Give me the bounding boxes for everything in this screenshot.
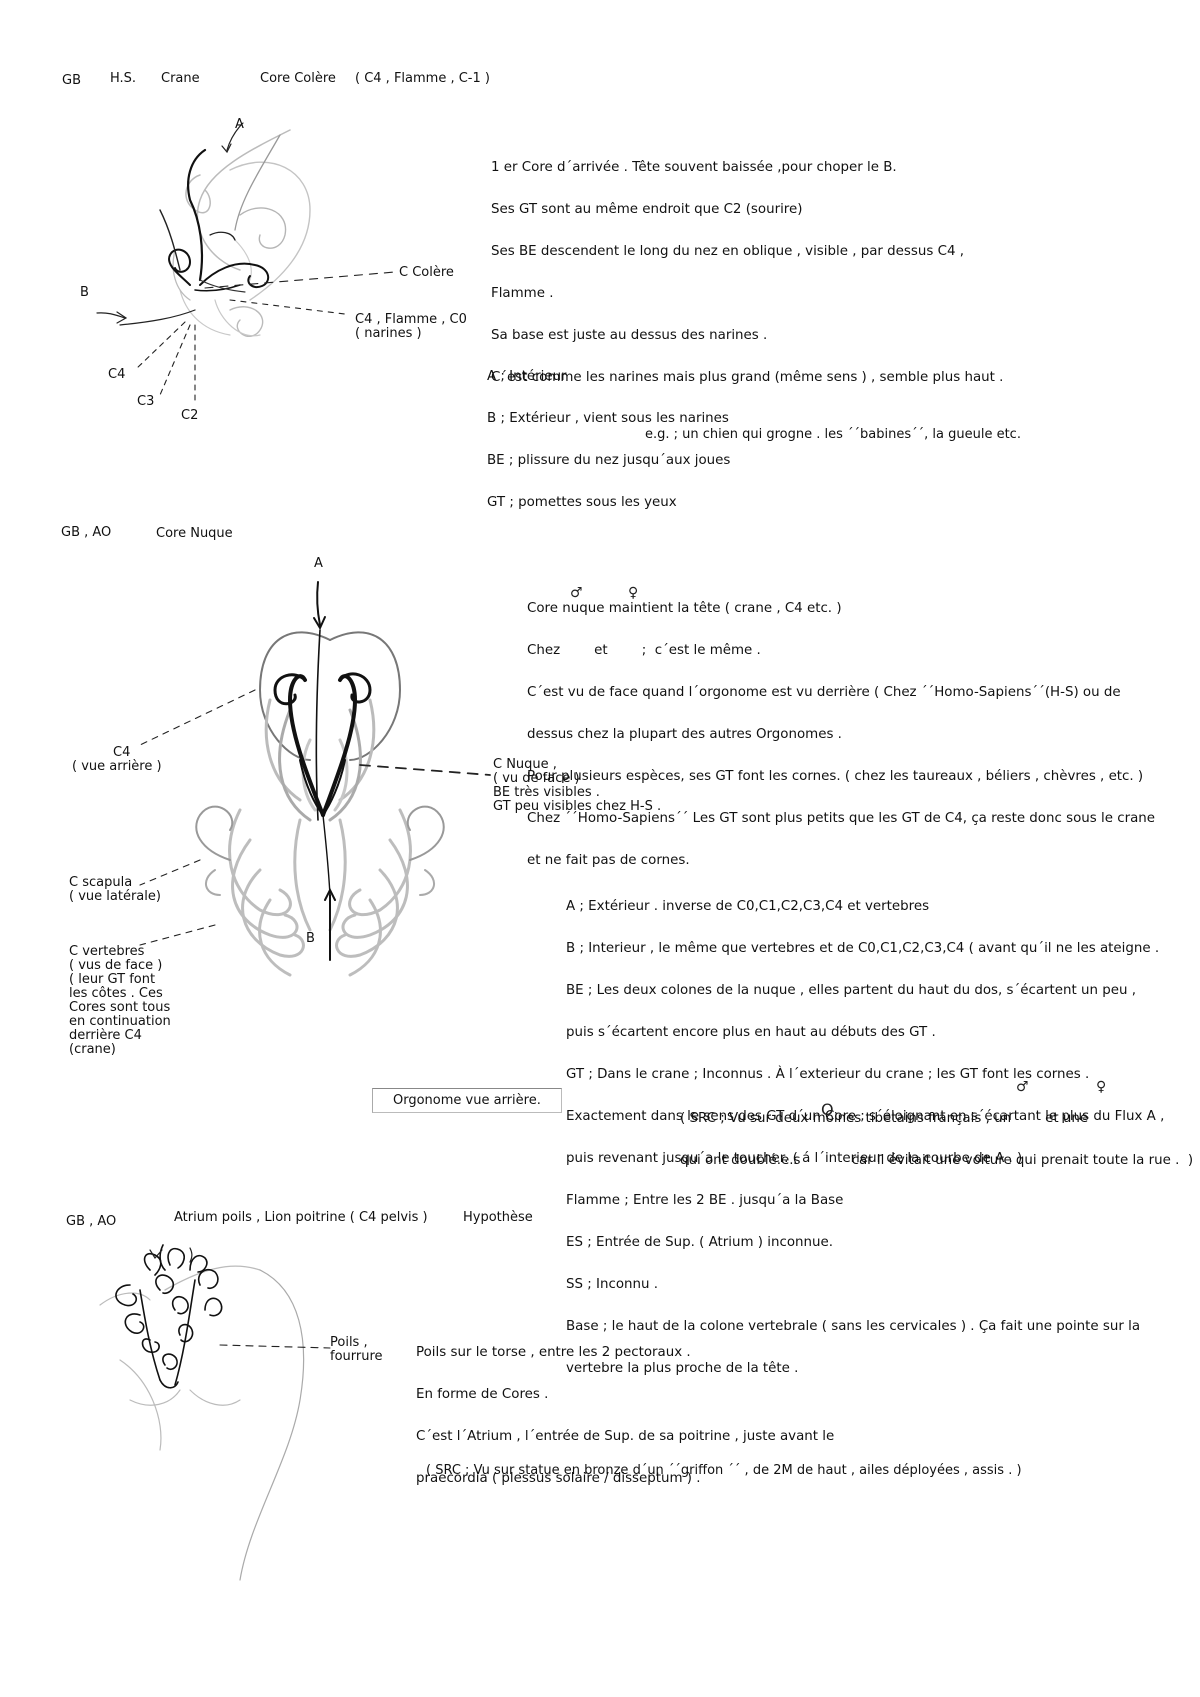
s2-legend-line: GT ; Dans le crane ; Inconnus . À l´exte… (566, 1068, 1164, 1082)
s2-label-c-scapula: C scapula ( vue latérale) (69, 876, 161, 904)
s1-desc-line: Ses BE descendent le long du nez en obli… (491, 245, 1003, 259)
s1-legend-line: B ; Extérieur , vient sous les narines (487, 412, 730, 426)
s2-legend-line: ES ; Entrée de Sup. ( Atrium ) inconnue. (566, 1236, 1164, 1250)
s1-desc-line: 1 er Core d´arrivée . Tête souvent baiss… (491, 161, 1003, 175)
s2-desc-line: Core nuque maintient la tête ( crane , C… (527, 602, 1155, 616)
s2-header-title: Core Nuque (156, 527, 233, 541)
s2-desc-line: dessus chez la plupart des autres Orgono… (527, 728, 1155, 742)
s3-header-gb: GB , AO (66, 1215, 116, 1229)
s1-label-narines: ( narines ) (355, 327, 422, 341)
s1-label-b: B (80, 286, 89, 300)
s2-legend-line: Flamme ; Entre les 2 BE . jusqu´a la Bas… (566, 1194, 1164, 1208)
s1-label-c3: C3 (137, 395, 154, 409)
s3-header-title: Atrium poils , Lion poitrine ( C4 pelvis… (174, 1211, 428, 1225)
orgonome-box-label: Orgonome vue arrière. (372, 1088, 562, 1113)
s1-header-gb: GB (62, 74, 81, 88)
s2-header-gb: GB , AO (61, 526, 111, 540)
male-symbol-icon: ♂ (570, 585, 583, 601)
s1-example: e.g. ; un chien qui grogne . les ´´babin… (645, 428, 1021, 442)
s2-src-line: ( SRC ; Vu sur deux moines tibetains fra… (680, 1112, 1193, 1126)
s3-src: ( SRC ; Vu sur statue en bronze d´un ´´g… (426, 1464, 1022, 1478)
atrium-sketch (100, 1245, 330, 1580)
s2-legend-line: A ; Extérieur . inverse de C0,C1,C2,C3,C… (566, 900, 1164, 914)
s1-header-hs: H.S. (110, 72, 136, 86)
s1-label-c4: C4 (108, 368, 125, 382)
s1-label-c-colere: C Colère (399, 266, 454, 280)
s2-src: ( SRC ; Vu sur deux moines tibetains fra… (680, 1084, 1193, 1182)
s2-label-b: B (306, 932, 315, 946)
s2-legend-line: puis s´écartent encore plus en haut au d… (566, 1026, 1164, 1040)
s3-desc-line: En forme de Cores . (416, 1388, 834, 1402)
s2-desc-line: Chez et ; c´est le même . (527, 644, 1155, 658)
s2-src-line: qui ont doublé.e.s car il évitait une vo… (680, 1154, 1193, 1168)
s2-label-c-vertebres: C vertebres ( vus de face ) ( leur GT fo… (69, 945, 171, 1057)
female-symbol-icon: ♀ (1096, 1079, 1106, 1095)
s1-legend-line: GT ; pomettes sous les yeux (487, 496, 730, 510)
s2-desc-line: Chez ´´Homo-Sapiens´´ Les GT sont plus p… (527, 812, 1155, 826)
s2-label-c4-sub: ( vue arrière ) (72, 760, 162, 774)
s1-label-a: A (235, 118, 244, 132)
colere-sketch (97, 123, 395, 405)
s1-legend-line: BE ; plissure du nez jusqu´aux joues (487, 454, 730, 468)
s2-legend-line: BE ; Les deux colones de la nuque , elle… (566, 984, 1164, 998)
s2-label-c4: C4 (113, 746, 130, 760)
s1-header-paren: ( C4 , Flamme , C-1 ) (355, 72, 490, 86)
s1-desc-line: Sa base est juste au dessus des narines … (491, 329, 1003, 343)
s1-desc-line: Flamme . (491, 287, 1003, 301)
s2-label-a: A (314, 557, 323, 571)
nuque-sketch (140, 582, 490, 975)
s1-desc-line: Ses GT sont au même endroit que C2 (sour… (491, 203, 1003, 217)
s1-legend-line: A ; Intérieur (487, 370, 730, 384)
s2-label-c-nuque: C Nuque , ( vu de face ) BE très visible… (493, 758, 661, 814)
s1-label-c4-flamme: C4 , Flamme , C0 (355, 313, 467, 327)
s1-header-crane: Crane (161, 72, 200, 86)
s3-header-hyp: Hypothèse (463, 1211, 533, 1225)
s2-desc-line: C´est vu de face quand l´orgonome est vu… (527, 686, 1155, 700)
female-symbol-icon: ♀ (628, 585, 638, 601)
male-symbol-icon: ♂ (1016, 1079, 1029, 1095)
s2-description: Core nuque maintient la tête ( crane , C… (527, 574, 1155, 882)
s2-desc-line: et ne fait pas de cornes. (527, 854, 1155, 868)
s3-desc-line: C´est l´Atrium , l´entrée de Sup. de sa … (416, 1430, 834, 1444)
s1-label-c2: C2 (181, 409, 198, 423)
s2-legend-line: B ; Interieur , le même que vertebres et… (566, 942, 1164, 956)
s1-header-title: Core Colère (260, 72, 336, 86)
circle-symbol-icon: O (821, 1100, 834, 1119)
s3-desc-line: Poils sur le torse , entre les 2 pectora… (416, 1346, 834, 1360)
s3-label-poils: Poils , fourrure (330, 1336, 383, 1364)
s2-legend-line: SS ; Inconnu . (566, 1278, 1164, 1292)
